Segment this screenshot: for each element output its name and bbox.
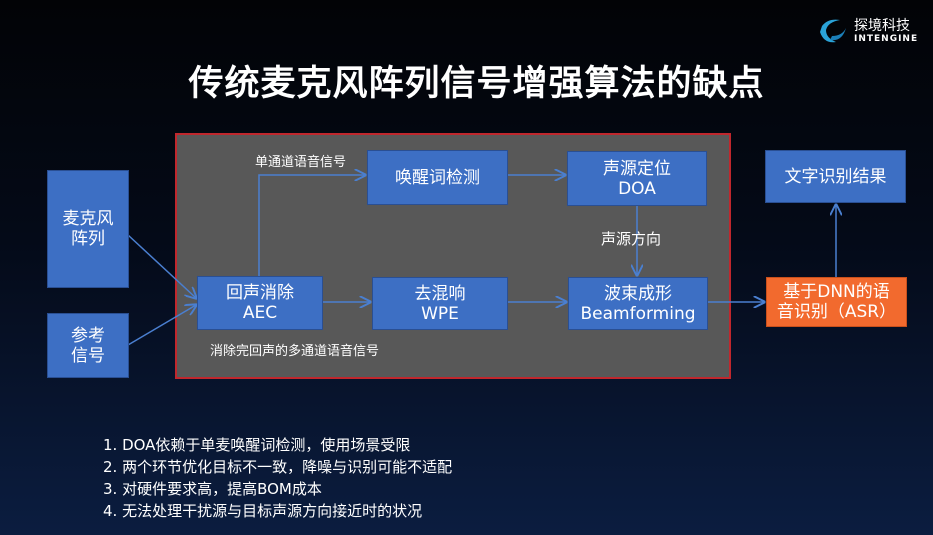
box-line: 信号 xyxy=(71,345,105,366)
arrow-ref-aec xyxy=(127,305,196,346)
text-result-box: 文字识别结果 xyxy=(765,150,906,203)
bullet-1: 1. DOA依赖于单麦唤醒词检测，使用场景受限 xyxy=(103,436,411,454)
mic-array-box: 麦克风阵列 xyxy=(47,170,129,288)
box-line: 回声消除 xyxy=(226,283,294,303)
bullet-2: 2. 两个环节优化目标不一致，降噪与识别可能不适配 xyxy=(103,458,453,476)
box-line: 阵列 xyxy=(71,229,105,249)
box-line: 基于DNN的语 xyxy=(783,282,890,302)
box-line: DOA xyxy=(618,178,656,199)
box-line: 音识别（ASR） xyxy=(776,302,897,322)
slide-title: 传统麦克风阵列信号增强算法的缺点 xyxy=(188,64,765,104)
box-line: WPE xyxy=(421,303,459,324)
box-line: Beamforming xyxy=(580,303,696,324)
arrow-mic-aec xyxy=(127,234,196,298)
label-direction: 声源方向 xyxy=(601,230,662,248)
box-line: AEC xyxy=(242,303,278,323)
bullet-3: 3. 对硬件要求高，提高BOM成本 xyxy=(103,480,322,498)
wake-word-box: 唤醒词检测 xyxy=(367,150,508,205)
label-single-channel: 单通道语音信号 xyxy=(255,155,347,170)
logo-cn: 探境科技 xyxy=(854,18,910,34)
box-line: 文字识别结果 xyxy=(784,166,887,187)
arrow-aec-wake xyxy=(258,175,365,276)
reference-signal-box: 参考信号 xyxy=(47,313,129,378)
asr-box: 基于DNN的语音识别（ASR） xyxy=(766,277,907,327)
bullet-4: 4. 无法处理干扰源与目标声源方向接近时的状况 xyxy=(103,502,423,520)
box-line: 唤醒词检测 xyxy=(395,167,480,188)
logo-en: INTENGINE xyxy=(854,34,919,44)
logo: 探境科技 INTENGINE xyxy=(818,18,918,44)
label-multi-channel: 消除完回声的多通道语音信号 xyxy=(210,344,380,359)
logo-wave-icon xyxy=(820,19,846,43)
box-line: 麦克风 xyxy=(62,209,114,229)
box-line: 去混响 xyxy=(414,283,466,304)
box-line: 波束成形 xyxy=(604,283,672,304)
box-line: 参考 xyxy=(71,325,105,346)
box-line: 声源定位 xyxy=(603,158,671,179)
